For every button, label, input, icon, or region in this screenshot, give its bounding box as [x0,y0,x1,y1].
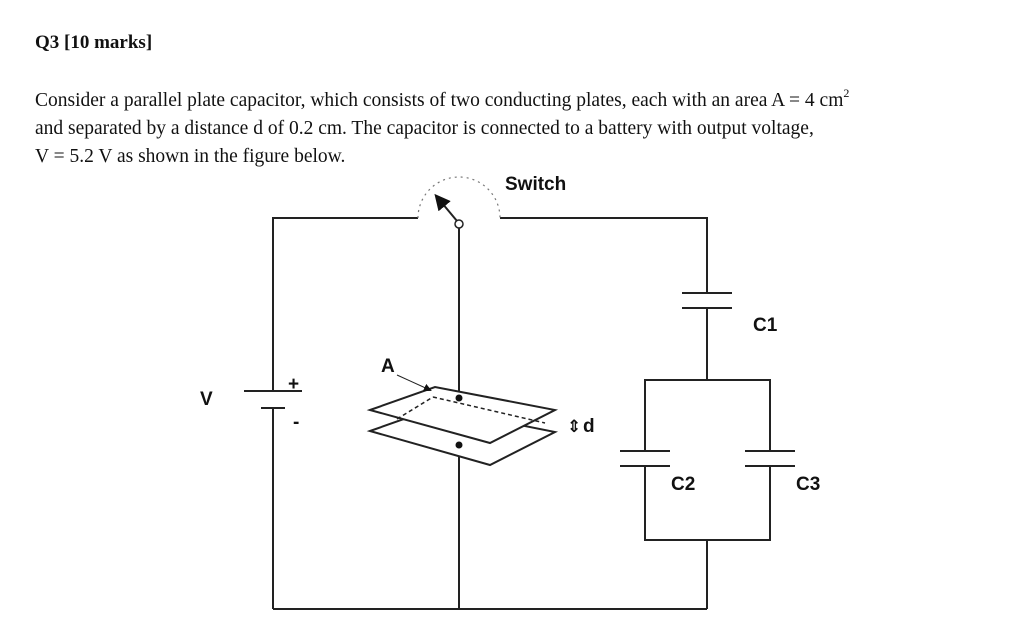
area-label: A [381,356,395,377]
switch-lever [434,193,458,222]
top-plate [366,385,559,445]
switch-label: Switch [505,174,566,195]
capacitor-c2 [620,450,670,467]
bottom-plate-contact [455,441,463,449]
battery: V + - [200,374,302,433]
distance-arrow-icon: ⇕ [567,417,581,436]
battery-label: V [200,389,213,410]
battery-plus: + [288,374,299,395]
c2-label: C2 [671,474,695,495]
wire-left-top [272,217,418,390]
distance-label: d [583,416,595,437]
question-line-3: V = 5.2 V as shown in the figure below. [35,146,346,167]
question-heading: Q3 [10 marks] [35,32,153,53]
switch-pivot [454,219,464,229]
top-plate-contact [455,394,463,402]
wire-right-top [500,217,708,293]
switch: Switch [417,174,566,229]
c1-label: C1 [753,315,778,336]
plate-hidden-edge [432,396,546,424]
c3-label: C3 [796,474,820,495]
wire-parallel-bottom [644,466,771,541]
question-text: Consider a parallel plate capacitor, whi… [35,87,995,171]
question-line-2: and separated by a distance d of 0.2 cm.… [35,118,814,139]
capacitor-c1 [682,292,732,309]
parallel-plate-capacitor: A ⇕ d [366,356,595,467]
battery-minus: - [293,412,299,433]
circuit-wires [272,217,771,610]
question-line-1: Consider a parallel plate capacitor, whi… [35,87,995,115]
area-pointer [396,374,432,392]
question-line-1-text: Consider a parallel plate capacitor, whi… [35,90,844,111]
capacitor-c3 [745,450,795,467]
wire-parallel-top [644,379,771,451]
switch-arc [417,176,501,219]
superscript-two: 2 [843,85,850,100]
plate-hidden-edge [396,396,434,420]
